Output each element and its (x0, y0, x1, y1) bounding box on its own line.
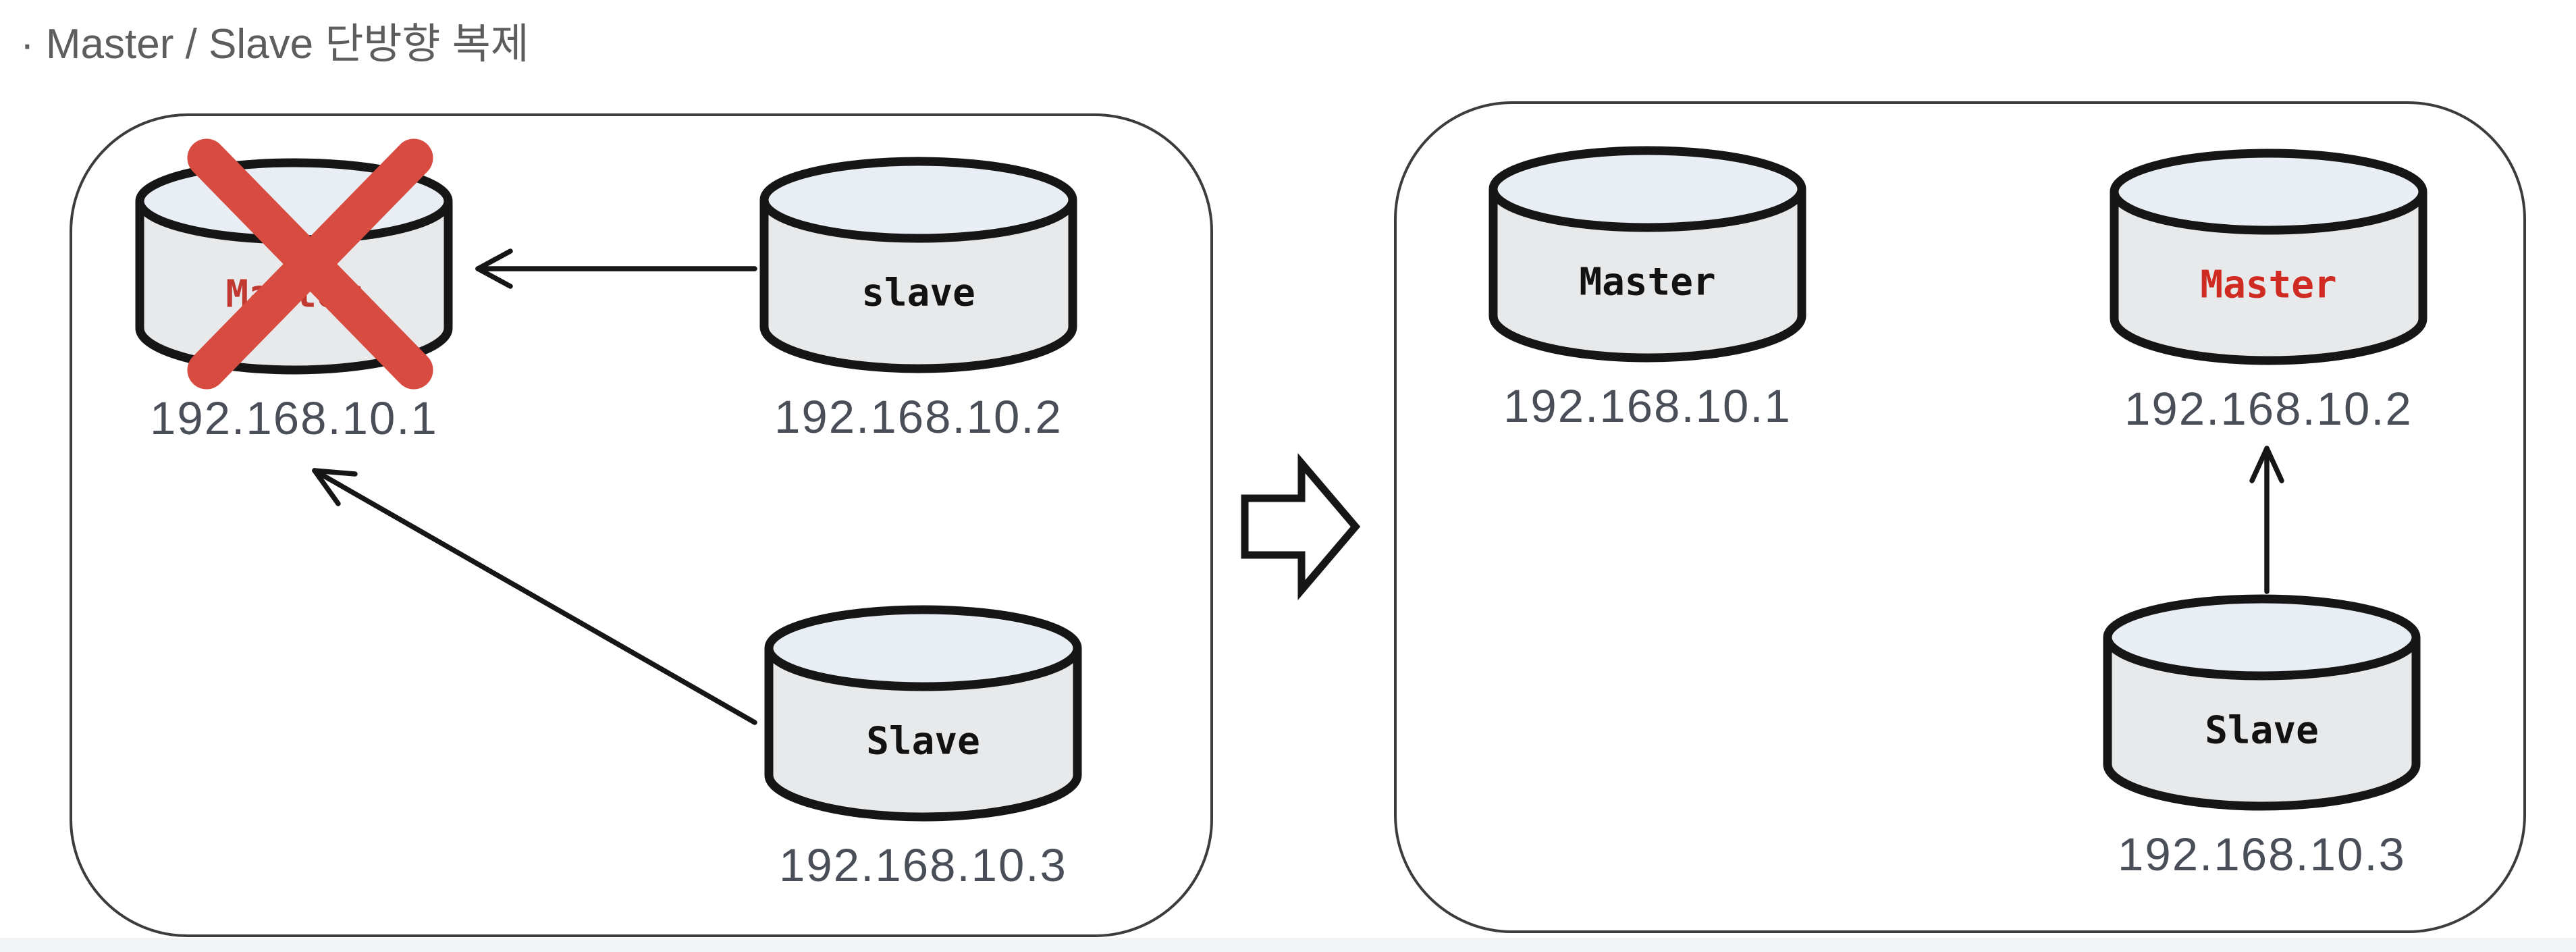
database-cylinder-icon (1488, 146, 1806, 363)
db-node-slave-a: slave 192.168.10.2 (755, 153, 1082, 443)
block-arrow-right-icon (1241, 453, 1361, 600)
db-label-slave-right: Slave (2205, 708, 2319, 753)
db-node-new-master: Master 192.168.10.2 (2105, 144, 2432, 435)
replication-arrow-slave-to-new-master-icon (2249, 446, 2284, 594)
db-label-slave-a: slave (861, 271, 975, 315)
database-cylinder-icon (2103, 594, 2421, 811)
db-label-old-master: Master (1579, 260, 1716, 305)
ip-address-label: 192.168.10.3 (2118, 828, 2406, 880)
ip-address-label: 192.168.10.2 (774, 391, 1063, 443)
replication-arrow-slave-b-to-master-icon (312, 468, 757, 725)
db-node-slave-right: Slave 192.168.10.3 (2098, 590, 2425, 880)
replication-arrow-slave-a-to-master-icon (475, 248, 757, 289)
database-cylinder-icon (759, 157, 1077, 373)
db-label-slave-b: Slave (866, 719, 980, 764)
db-node-slave-b: Slave 192.168.10.3 (759, 601, 1087, 891)
page-bottom-strip (0, 938, 2576, 952)
ip-address-label: 192.168.10.1 (1503, 380, 1792, 432)
ip-address-label: 192.168.10.1 (150, 392, 438, 444)
ip-address-label: 192.168.10.3 (779, 839, 1067, 891)
database-cylinder-icon (2110, 149, 2427, 365)
red-cross-icon (187, 138, 433, 390)
database-cylinder-icon (764, 605, 1082, 822)
db-label-new-master: Master (2200, 263, 2337, 307)
ip-address-label: 192.168.10.2 (2124, 383, 2413, 435)
page-title: · Master / Slave 단방향 복제 (20, 21, 529, 68)
db-node-old-master: Master 192.168.10.1 (1484, 142, 1811, 432)
